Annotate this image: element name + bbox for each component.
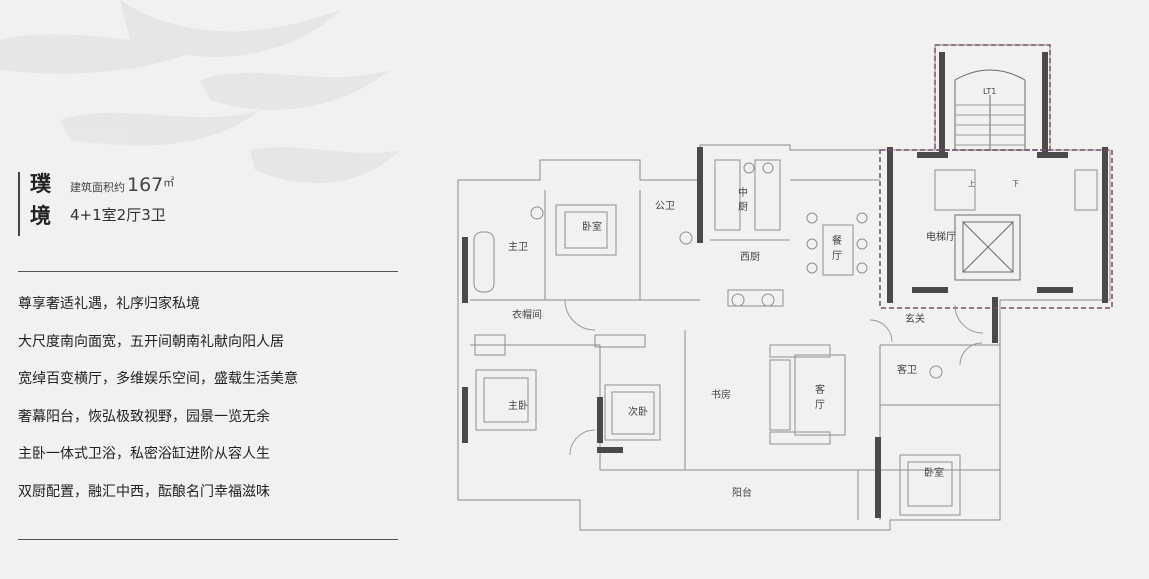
divider-bottom (18, 539, 398, 540)
label-chinese-kitchen-2: 厨 (738, 201, 748, 213)
leaf-shadow-decoration (0, 0, 400, 184)
label-stair-down: 下 (1012, 180, 1019, 188)
unit-name-char-2: 境 (30, 203, 51, 228)
label-main-bath: 主卫 (508, 241, 528, 253)
bathtub (473, 231, 495, 293)
area-value: 167 (127, 174, 164, 196)
divider-top (18, 271, 398, 272)
label-western-kitchen: 西厨 (740, 251, 760, 263)
feature-item: 双厨配置，融汇中西，酝酿名门幸福滋味 (18, 483, 270, 500)
label-living-1: 客 (815, 383, 825, 396)
label-cloakroom: 衣帽间 (512, 308, 542, 321)
label-master-bedroom: 主卧 (508, 399, 528, 412)
label-public-bath: 公卫 (655, 201, 675, 212)
label-living-2: 厅 (815, 400, 825, 411)
label-lift: LT1 (983, 87, 996, 96)
unit-name-char-1: 璞 (30, 171, 51, 196)
unit-name: 璞 境 (30, 168, 52, 232)
label-study: 书房 (711, 388, 731, 401)
feature-item: 宽绰百变横厅，多维娱乐空间，盛载生活美意 (18, 371, 298, 388)
label-dining-1: 餐 (832, 234, 842, 247)
feature-item: 奢幕阳台，恢弘极致视野，园景一览无余 (18, 408, 270, 425)
feature-item: 大尺度南向面宽，五开间朝南礼献向阳人居 (18, 333, 284, 350)
feature-item: 主卧一体式卫浴，私密浴缸进阶从容人生 (18, 446, 270, 463)
label-bedroom-southeast: 卧室 (924, 466, 944, 479)
area-unit: ㎡ (163, 176, 175, 189)
label-stair-up: 上 (968, 179, 975, 188)
label-foyer: 玄关 (905, 312, 925, 325)
label-balcony: 阳台 (732, 486, 752, 499)
floor-plan: 主卫 卧室 公卫 西厨 电梯厅 玄关 衣帽间 主卧 次卧 书房 客卫 卧室 阳台… (457, 44, 1113, 531)
label-guest-bath: 客卫 (897, 363, 917, 376)
label-second-bedroom: 次卧 (628, 405, 648, 418)
feature-list: 尊享奢适礼遇，礼序归家私境 大尺度南向面宽，五开间朝南礼献向阳人居 宽绰百变横厅… (18, 292, 408, 518)
area-label: 建筑面积约 (70, 181, 125, 194)
label-dining-2: 厅 (832, 251, 842, 262)
feature-item: 尊享奢适礼遇，礼序归家私境 (18, 296, 200, 312)
room-layout: 4+1室2厅3卫 (70, 206, 166, 224)
label-chinese-kitchen-1: 中 (738, 186, 748, 199)
label-elevator-hall: 电梯厅 (926, 230, 956, 243)
title-accent-bar (18, 172, 20, 236)
label-bedroom-north: 卧室 (582, 220, 602, 233)
